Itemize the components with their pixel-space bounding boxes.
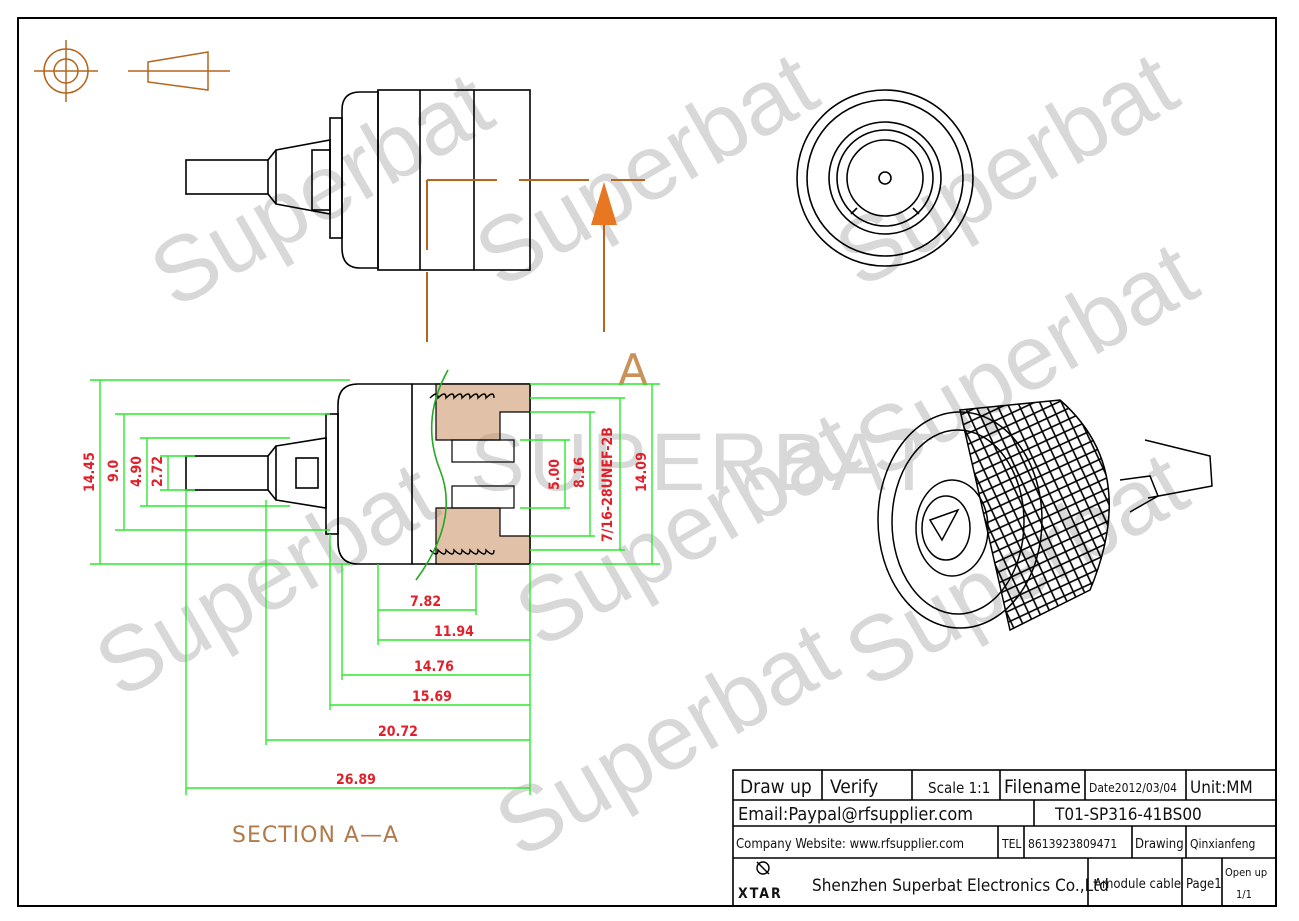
dim-label: 14.09 <box>634 452 650 492</box>
dim-label: 15.69 <box>412 689 452 705</box>
dim-label: 11.94 <box>434 624 474 640</box>
tb-tel: 8613923809471 <box>1028 837 1117 851</box>
sheet-border <box>17 17 1277 907</box>
tb-drawing-label: Drawing <box>1135 837 1184 852</box>
section-cut-marker <box>426 179 645 345</box>
connector-front-view <box>796 89 974 267</box>
xtar-logo-icon: XTAR <box>738 861 783 902</box>
tb-verify: Verify <box>830 776 878 798</box>
title-block: Draw up Verify Scale 1:1 Filename Date20… <box>732 769 1277 907</box>
section-arrow-label: A <box>618 345 648 396</box>
tb-email: Email:Paypal@rfsupplier.com <box>738 804 973 825</box>
dim-label: 8.16 <box>572 457 588 488</box>
tb-date: Date2012/03/04 <box>1089 781 1177 795</box>
dim-label: 26.89 <box>336 772 376 788</box>
tb-open-up: Open up <box>1225 866 1267 879</box>
dim-label: 5.00 <box>547 459 563 490</box>
connector-3d-view <box>877 399 1213 632</box>
tb-draw-up: Draw up <box>740 776 812 798</box>
dim-label: 7.82 <box>410 594 441 610</box>
watermark-text: Superbat <box>134 52 508 327</box>
dim-label: 7/16-28UNEF-2B <box>600 427 616 542</box>
section-arrow-icon <box>591 182 617 225</box>
tb-tel-label: TEL <box>1001 837 1021 851</box>
section-hatch <box>415 369 531 581</box>
dimension-lines <box>90 379 660 795</box>
dim-label: 9.0 <box>106 459 122 482</box>
dim-label: 14.76 <box>414 659 454 675</box>
tb-sheet-number: 1/1 <box>1236 888 1252 901</box>
dim-label: 2.72 <box>150 456 166 487</box>
tb-scale: Scale 1:1 <box>928 779 990 797</box>
dim-label: 20.72 <box>378 724 418 740</box>
section-label: SECTION A—A <box>232 823 399 848</box>
tb-company: Shenzhen Superbat Electronics Co.,Ltd <box>812 876 1109 896</box>
tb-unit: Unit:MM <box>1190 778 1253 798</box>
tb-logo-text: XTAR <box>738 886 783 902</box>
tb-part-number: T01-SP316-41BS00 <box>1054 805 1202 825</box>
dim-label: 4.90 <box>129 456 145 487</box>
tb-drawer: Qinxianfeng <box>1190 837 1255 851</box>
dim-label: 14.45 <box>82 452 98 492</box>
watermark-center: SUPERBAT <box>470 417 938 508</box>
tb-filename-label: Filename <box>1004 776 1081 798</box>
tb-website: Company Website: www.rfsupplier.com <box>736 837 964 852</box>
watermark-text: Superbat <box>459 32 833 307</box>
projection-symbol <box>34 40 230 102</box>
tb-cable: Amodule cable <box>1094 877 1181 892</box>
tb-page: Page1 <box>1186 877 1222 892</box>
